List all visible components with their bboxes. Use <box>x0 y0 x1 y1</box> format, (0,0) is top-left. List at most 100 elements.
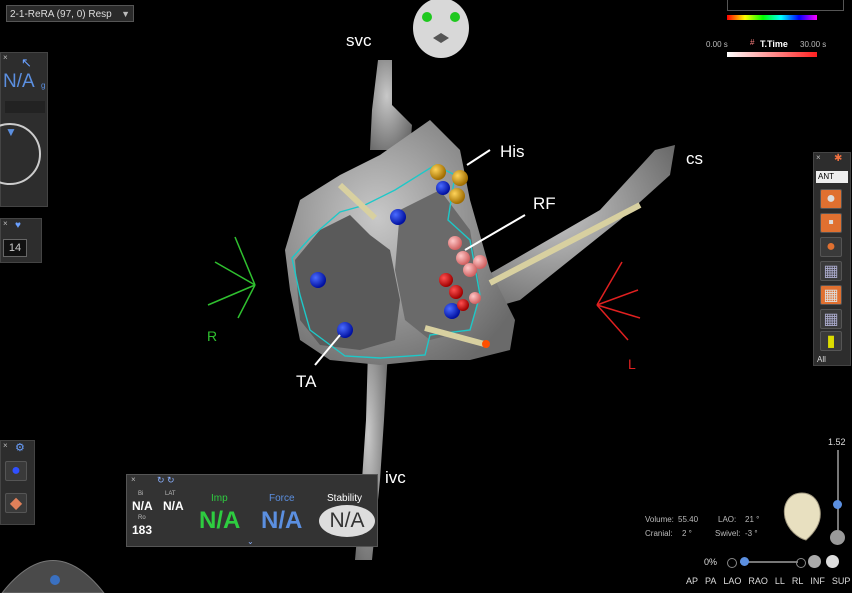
landmark-point <box>310 272 326 288</box>
mesh-display-button[interactable]: ▦ <box>820 309 842 329</box>
view-select-value: ANT <box>818 172 834 181</box>
time-scale-start: 0.00 s <box>706 40 728 49</box>
time-scale-title: T.Time <box>760 39 788 49</box>
swivel-label: Swivel: <box>715 529 741 538</box>
rf-lesion <box>449 285 463 299</box>
volume-value: 55.40 <box>678 515 699 524</box>
tag-display-button[interactable]: ▪ <box>820 213 842 233</box>
grid-display-button[interactable]: ▦ <box>820 261 842 281</box>
ro-label: Ro <box>138 515 146 521</box>
view-ll-button[interactable]: LL <box>774 576 785 586</box>
map-selector-value: 2-1-ReRA (97, 0) Resp <box>10 9 112 20</box>
points-icon[interactable]: ✱ <box>834 153 843 164</box>
tag-icon: ▪ <box>828 214 834 231</box>
rf-lesion <box>456 251 470 265</box>
force-label: Force <box>269 493 295 504</box>
sync-icon[interactable]: ↻ ↻ <box>157 475 175 485</box>
catheter-cs <box>488 202 642 286</box>
l-label: L <box>628 356 636 372</box>
chamber-interior <box>295 215 400 350</box>
sphere-tool-button[interactable]: ● <box>5 461 27 481</box>
his-point <box>430 164 446 180</box>
right-toolbar: × ✱ ANT ● ▪ ● ▦ ▦ ▦ ▮ All <box>813 152 851 366</box>
his-label: His <box>500 142 525 161</box>
map-selector-dropdown[interactable]: 2-1-ReRA (97, 0) Resp ▼ <box>6 5 134 22</box>
rf-lesion <box>473 255 487 269</box>
time-scale-bar <box>727 52 817 57</box>
navigation-wheel[interactable] <box>0 538 106 593</box>
opacity-slider-thumb[interactable] <box>740 557 749 566</box>
svc-vessel <box>370 60 412 150</box>
close-icon[interactable]: × <box>3 53 8 62</box>
point-display-button[interactable]: ● <box>820 237 842 257</box>
transparency-icon[interactable] <box>808 555 821 568</box>
nav-center-icon[interactable] <box>50 575 60 585</box>
shading-icon[interactable] <box>826 555 839 568</box>
chevron-down-icon[interactable]: ⌄ <box>247 537 254 546</box>
time-scale-end: 30.00 s <box>800 40 827 49</box>
catheter-display-button[interactable]: ● <box>820 189 842 209</box>
rf-lesion <box>439 273 453 287</box>
rf-label: RF <box>533 194 556 213</box>
landmark-point <box>390 209 406 225</box>
close-icon[interactable]: × <box>3 441 8 450</box>
zoom-slider-thumb[interactable] <box>833 500 842 509</box>
ta-pointer <box>314 334 341 366</box>
close-icon[interactable]: × <box>816 153 821 162</box>
lao-label: LAO: <box>718 515 737 524</box>
catheter-tip <box>482 340 490 348</box>
left-panel-subscript: g <box>41 81 46 90</box>
electrode-icon: ▮ <box>826 333 836 350</box>
orientation-head-icon[interactable] <box>413 0 469 58</box>
reset-view-icon[interactable] <box>830 530 845 545</box>
catheter-his <box>337 182 378 221</box>
view-lao-button[interactable]: LAO <box>723 576 742 586</box>
r-orientation-marker <box>207 236 256 319</box>
opacity-max-icon[interactable] <box>796 558 806 568</box>
all-label[interactable]: All <box>817 355 826 364</box>
color-scale-frame <box>727 0 844 11</box>
view-buttons-bar: AP PA LAO RAO LL RL INF SUP <box>686 576 850 586</box>
close-icon[interactable]: × <box>131 475 136 484</box>
view-ap-button[interactable]: AP <box>686 576 699 586</box>
heart-orientation-icon[interactable] <box>780 488 825 543</box>
indicator-boxes <box>5 101 45 113</box>
his-pointer <box>466 149 491 166</box>
force-value: N/A <box>261 507 303 534</box>
electrode-display-button[interactable]: ▮ <box>820 331 842 351</box>
left-number-panel: × ♥ 14 <box>0 218 42 263</box>
arrow-icon[interactable]: ↖ <box>21 55 32 70</box>
view-sup-button[interactable]: SUP <box>831 576 851 586</box>
r-label: R <box>207 328 218 344</box>
rf-lesion <box>448 236 462 250</box>
zoom-slider-track[interactable] <box>837 450 839 530</box>
rf-pointer <box>464 214 526 251</box>
heart-icon[interactable]: ♥ <box>15 220 21 231</box>
number-input[interactable]: 14 <box>3 239 27 257</box>
opacity-value: 0% <box>704 557 718 567</box>
color-scale-bar <box>727 15 817 20</box>
opacity-slider-track[interactable] <box>740 561 798 563</box>
lesion-display-button[interactable]: ▦ <box>820 285 842 305</box>
ta-label: TA <box>296 372 317 391</box>
catheter-tool-button[interactable]: ◆ <box>5 493 27 513</box>
bi-value: N/A <box>132 499 153 513</box>
cs-label: cs <box>686 149 703 168</box>
view-rao-button[interactable]: RAO <box>748 576 768 586</box>
view-select[interactable]: ANT <box>816 171 848 183</box>
landmark-point <box>444 303 460 319</box>
view-rl-button[interactable]: RL <box>791 576 804 586</box>
gear-icon[interactable]: ⚙ <box>15 442 25 454</box>
view-pa-button[interactable]: PA <box>705 576 717 586</box>
catheter-status-panel: × ↻ ↻ Bi LAT N/A N/A Ro 183 Imp N/A Forc… <box>126 474 378 547</box>
sphere-icon: ● <box>11 462 21 479</box>
stability-value: N/A <box>319 505 375 537</box>
close-icon[interactable]: × <box>3 219 8 228</box>
needle-icon: ▼ <box>5 125 17 139</box>
l-orientation-marker <box>596 261 641 341</box>
eye-icon <box>450 12 460 22</box>
catheter-icon: ● <box>826 190 836 207</box>
view-inf-button[interactable]: INF <box>810 576 825 586</box>
opacity-min-icon[interactable] <box>727 558 737 568</box>
